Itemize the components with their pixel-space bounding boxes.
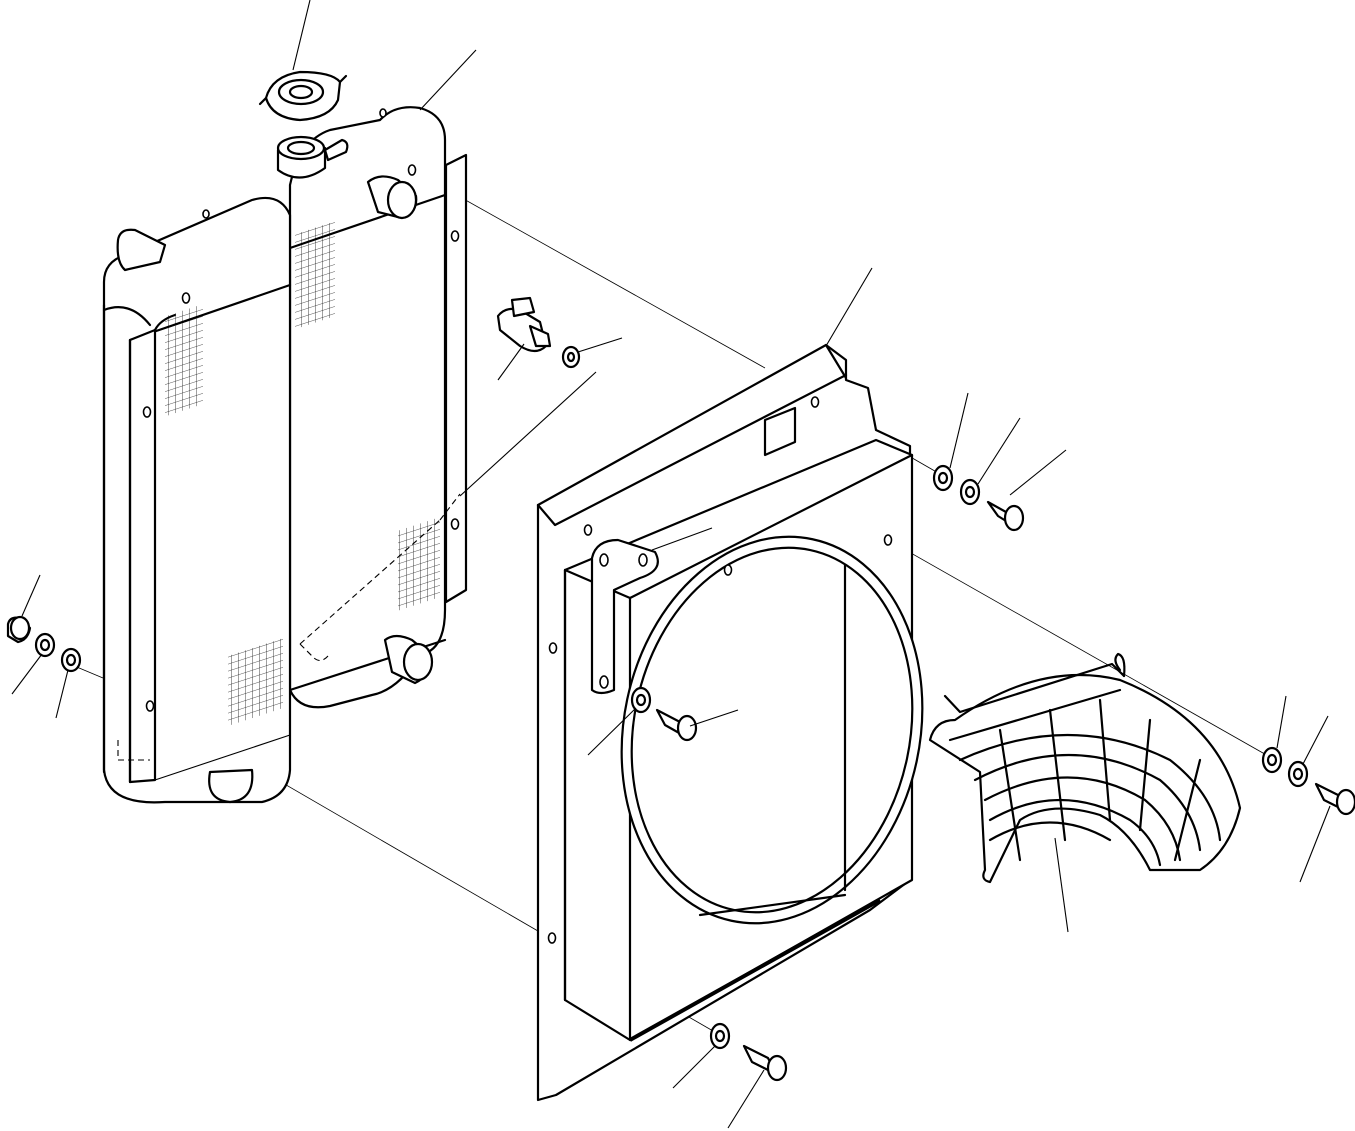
fasteners bbox=[6, 464, 1355, 1082]
callout-leaders bbox=[11, 0, 1331, 1129]
radiator-assembly bbox=[102, 106, 468, 804]
fan-shroud bbox=[536, 343, 924, 1102]
drain-cock bbox=[496, 296, 581, 369]
radiator-side-plate bbox=[444, 153, 468, 604]
radiator-rear-tank bbox=[288, 106, 447, 709]
radiator-cap bbox=[258, 70, 348, 122]
fan-guard bbox=[928, 652, 1242, 884]
